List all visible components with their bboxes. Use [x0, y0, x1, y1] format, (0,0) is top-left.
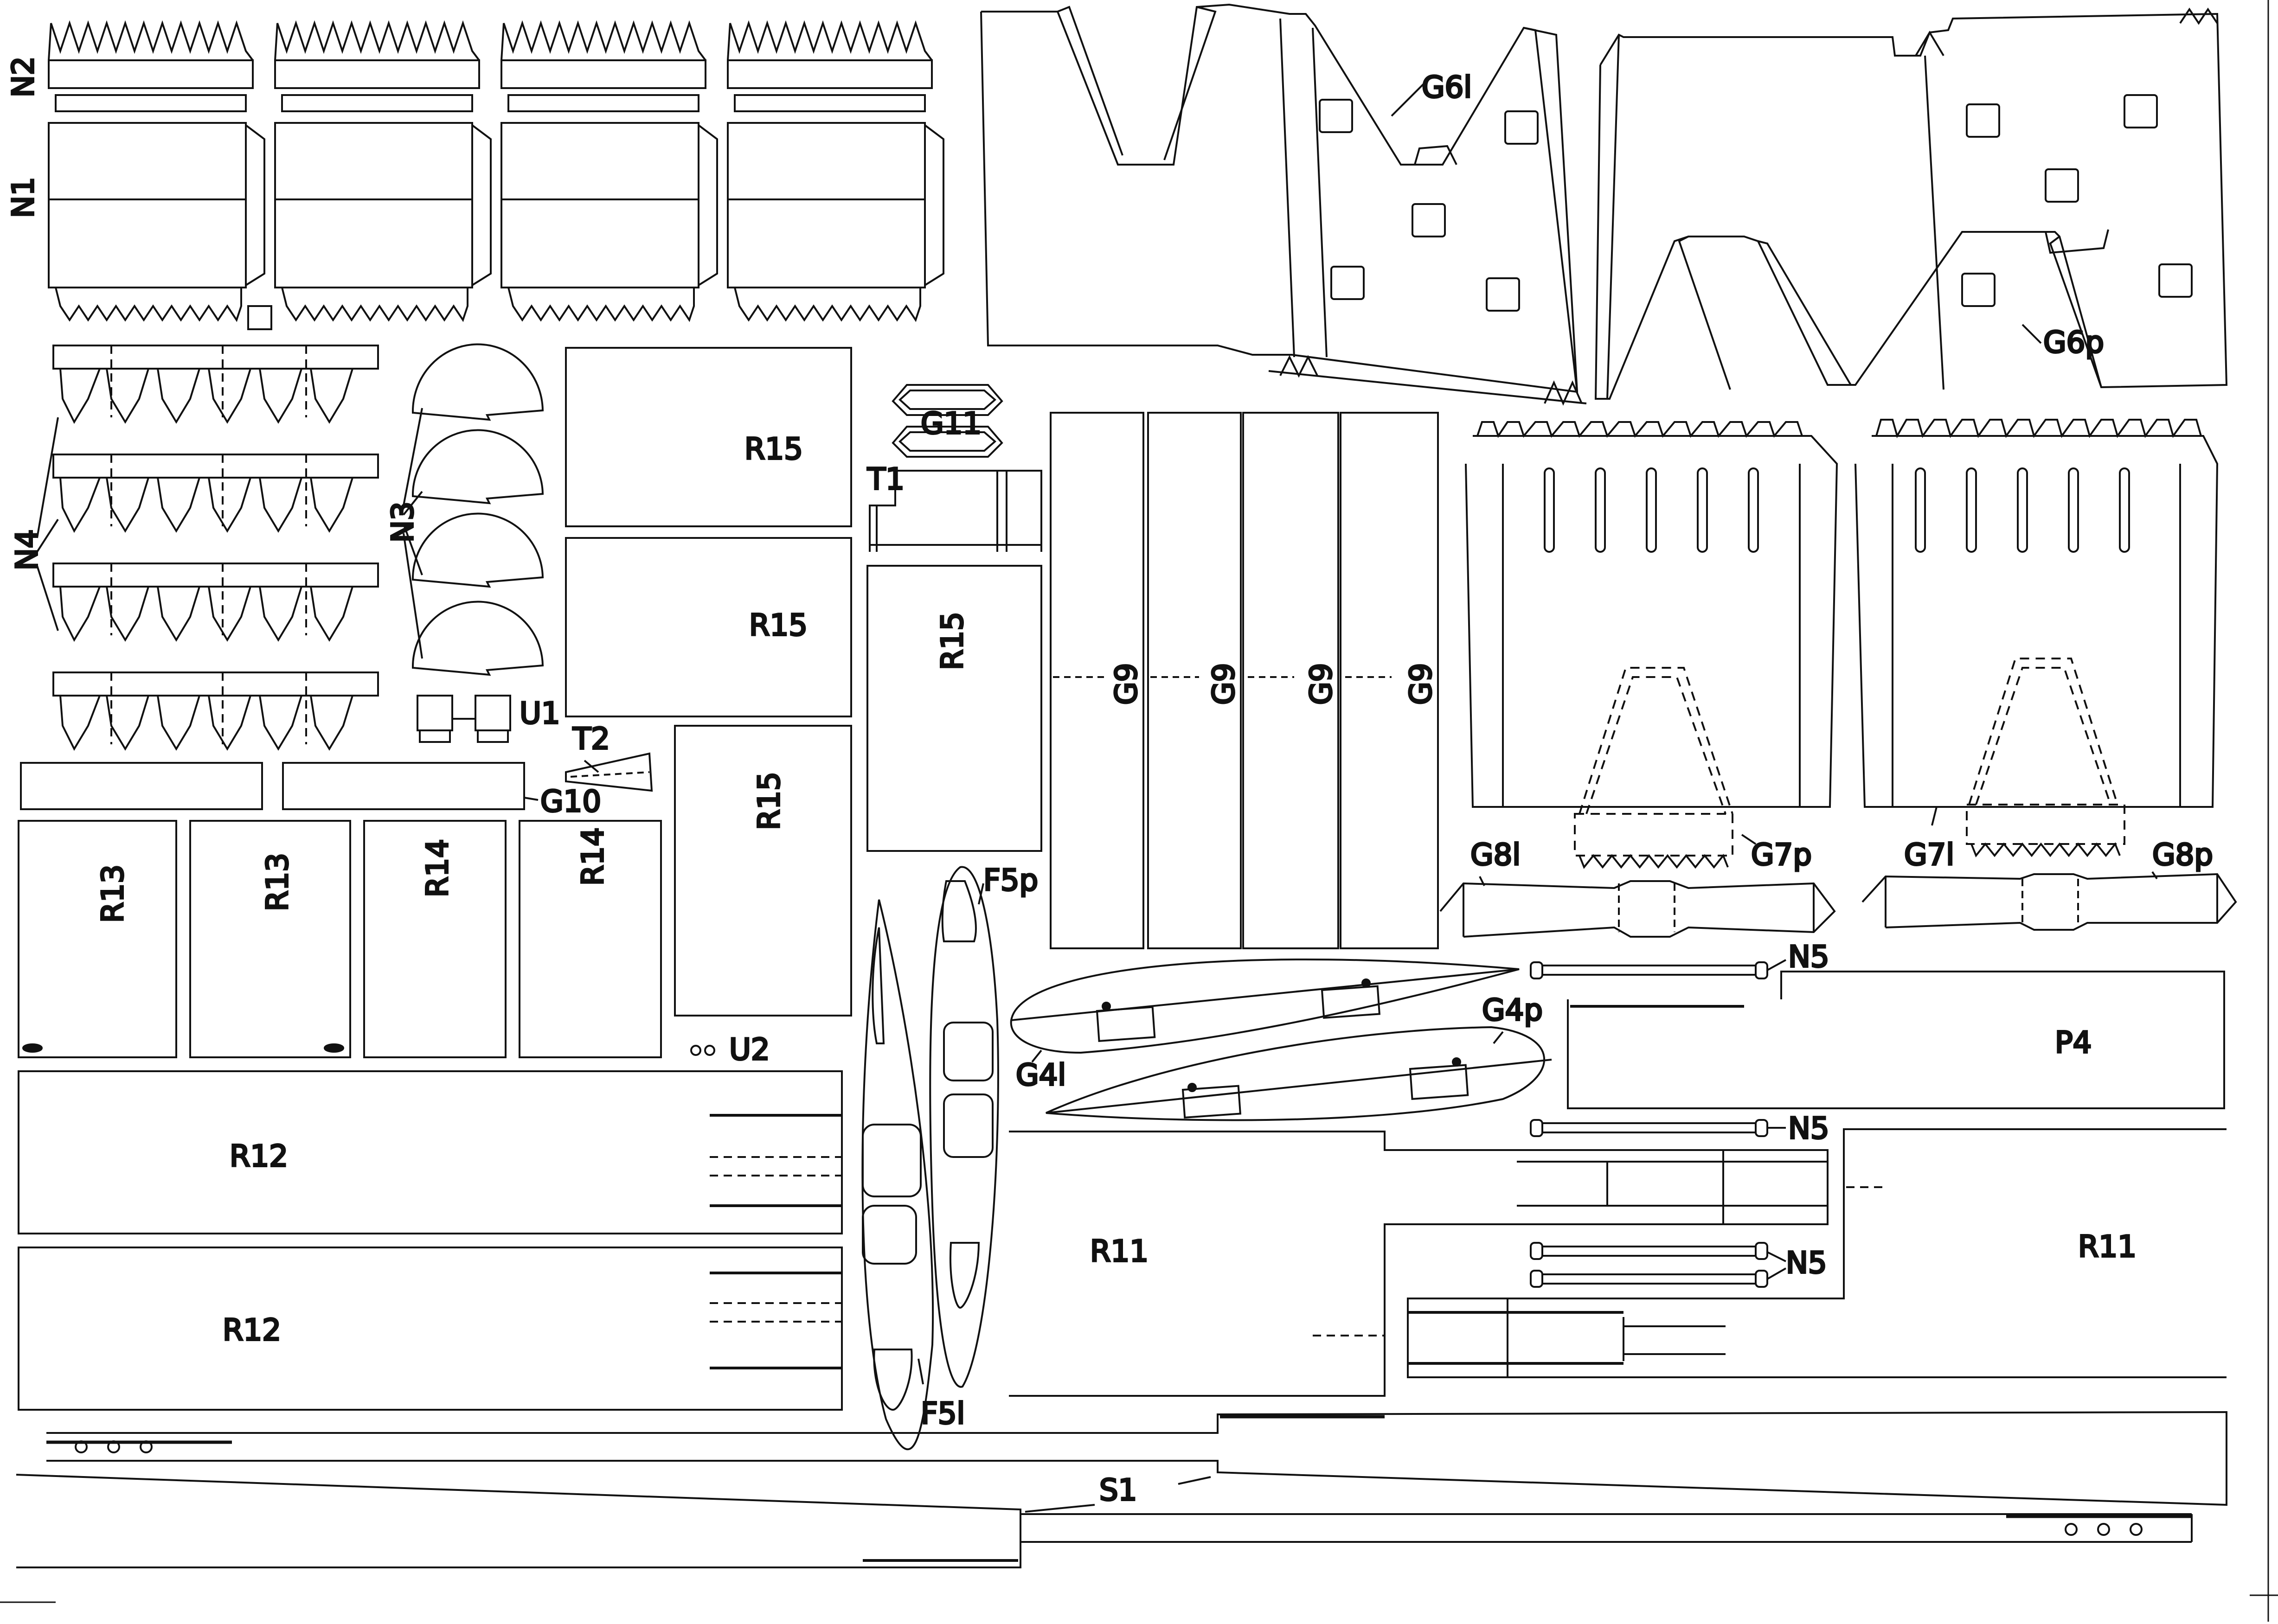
- part-r15: [565, 347, 852, 527]
- label-p4: P4: [2055, 1026, 2092, 1060]
- part-r15: [674, 725, 852, 1017]
- label-g7p: G7p: [1751, 838, 1812, 872]
- label-g8p: G8p: [2152, 838, 2213, 872]
- part-g9-group: [1050, 412, 1439, 949]
- label-s1: S1: [1099, 1473, 1137, 1508]
- part-n2: [501, 20, 706, 112]
- part-n1: [48, 122, 265, 322]
- label-f5l: F5l: [921, 1397, 965, 1431]
- part-g8p: [1861, 871, 2237, 931]
- part-n4-group: [36, 345, 379, 751]
- label-n5: N5: [1788, 940, 1829, 974]
- label-r13: R13: [261, 853, 295, 911]
- part-r13: [18, 820, 177, 1058]
- label-g8l: G8l: [1470, 838, 1521, 872]
- part-n5: [1530, 1242, 1786, 1288]
- label-g4p: G4p: [1482, 993, 1543, 1028]
- label-r12: R12: [223, 1313, 281, 1348]
- label-g9: G9: [1404, 663, 1438, 705]
- part-u2: [690, 1045, 715, 1056]
- part-u1: [417, 695, 511, 743]
- label-r15: R15: [749, 608, 808, 643]
- label-g9: G9: [1304, 663, 1339, 705]
- part-r15: [866, 565, 1042, 852]
- part-p4: [1567, 971, 2225, 1109]
- label-n2: N2: [6, 56, 41, 97]
- part-g4p: [1046, 1026, 1552, 1121]
- label-r15: R15: [744, 432, 803, 467]
- label-g6l: G6l: [1422, 70, 1472, 105]
- part-g6l: [980, 3, 1587, 406]
- label-g9: G9: [1207, 663, 1241, 705]
- part-n2: [274, 20, 480, 112]
- part-g11: [892, 384, 1003, 458]
- part-g7l: [1854, 419, 2219, 857]
- part-n5: [1530, 959, 1786, 979]
- part-g4l: [1010, 958, 1520, 1063]
- part-f5p: [929, 866, 999, 1388]
- part-f5l: [861, 899, 934, 1451]
- label-r15: R15: [936, 612, 970, 670]
- label-r14: R14: [576, 827, 610, 886]
- part-g7p: [1465, 421, 1838, 869]
- label-u2: U2: [729, 1033, 770, 1067]
- part-r14: [363, 820, 507, 1058]
- label-n3: N3: [386, 501, 420, 543]
- part-r11: [1009, 1131, 1829, 1397]
- label-r15: R15: [752, 772, 787, 830]
- label-g10: G10: [540, 785, 601, 819]
- label-r13: R13: [96, 864, 130, 923]
- part-n1-row: [48, 122, 944, 330]
- part-n1: [501, 122, 718, 322]
- label-g11: G11: [921, 407, 982, 441]
- part-n4: [52, 454, 379, 533]
- label-g7l: G7l: [1904, 838, 1954, 872]
- label-r11: R11: [2078, 1230, 2137, 1264]
- part-n4: [52, 345, 379, 424]
- part-t1: [869, 470, 1042, 552]
- part-r15: [565, 537, 852, 717]
- part-n2: [48, 20, 254, 112]
- part-n3-group: [403, 343, 544, 676]
- label-g6p: G6p: [2043, 326, 2104, 360]
- label-r12: R12: [230, 1139, 288, 1174]
- label-g4l: G4l: [1016, 1058, 1066, 1093]
- part-n5: [1530, 1119, 1786, 1137]
- part-r12: [18, 1247, 843, 1411]
- part-r11: [1313, 1128, 2227, 1378]
- label-f5p: F5p: [983, 863, 1038, 898]
- part-n1: [727, 122, 944, 322]
- label-r11: R11: [1090, 1234, 1149, 1269]
- part-s1: [16, 1411, 2227, 1568]
- label-t2: T2: [572, 722, 610, 756]
- label-n4: N4: [10, 529, 45, 570]
- label-r14: R14: [421, 839, 455, 897]
- label-n5: N5: [1786, 1246, 1827, 1280]
- label-n1: N1: [6, 177, 41, 218]
- part-n4: [52, 671, 379, 751]
- part-r13: [189, 820, 351, 1058]
- label-u1: U1: [520, 697, 560, 731]
- part-g8l: [1439, 876, 1836, 938]
- part-n1: [274, 122, 492, 322]
- part-n2-row: [48, 20, 933, 112]
- label-t1: T1: [867, 462, 905, 497]
- label-g9: G9: [1110, 663, 1144, 705]
- part-t2: [565, 752, 653, 792]
- part-g10: [20, 762, 539, 810]
- part-n2: [727, 20, 933, 112]
- label-n5: N5: [1788, 1112, 1829, 1146]
- part-r12: [18, 1070, 843, 1234]
- part-g6p: [1594, 7, 2228, 400]
- part-n4: [52, 563, 379, 642]
- part-r14: [519, 820, 662, 1058]
